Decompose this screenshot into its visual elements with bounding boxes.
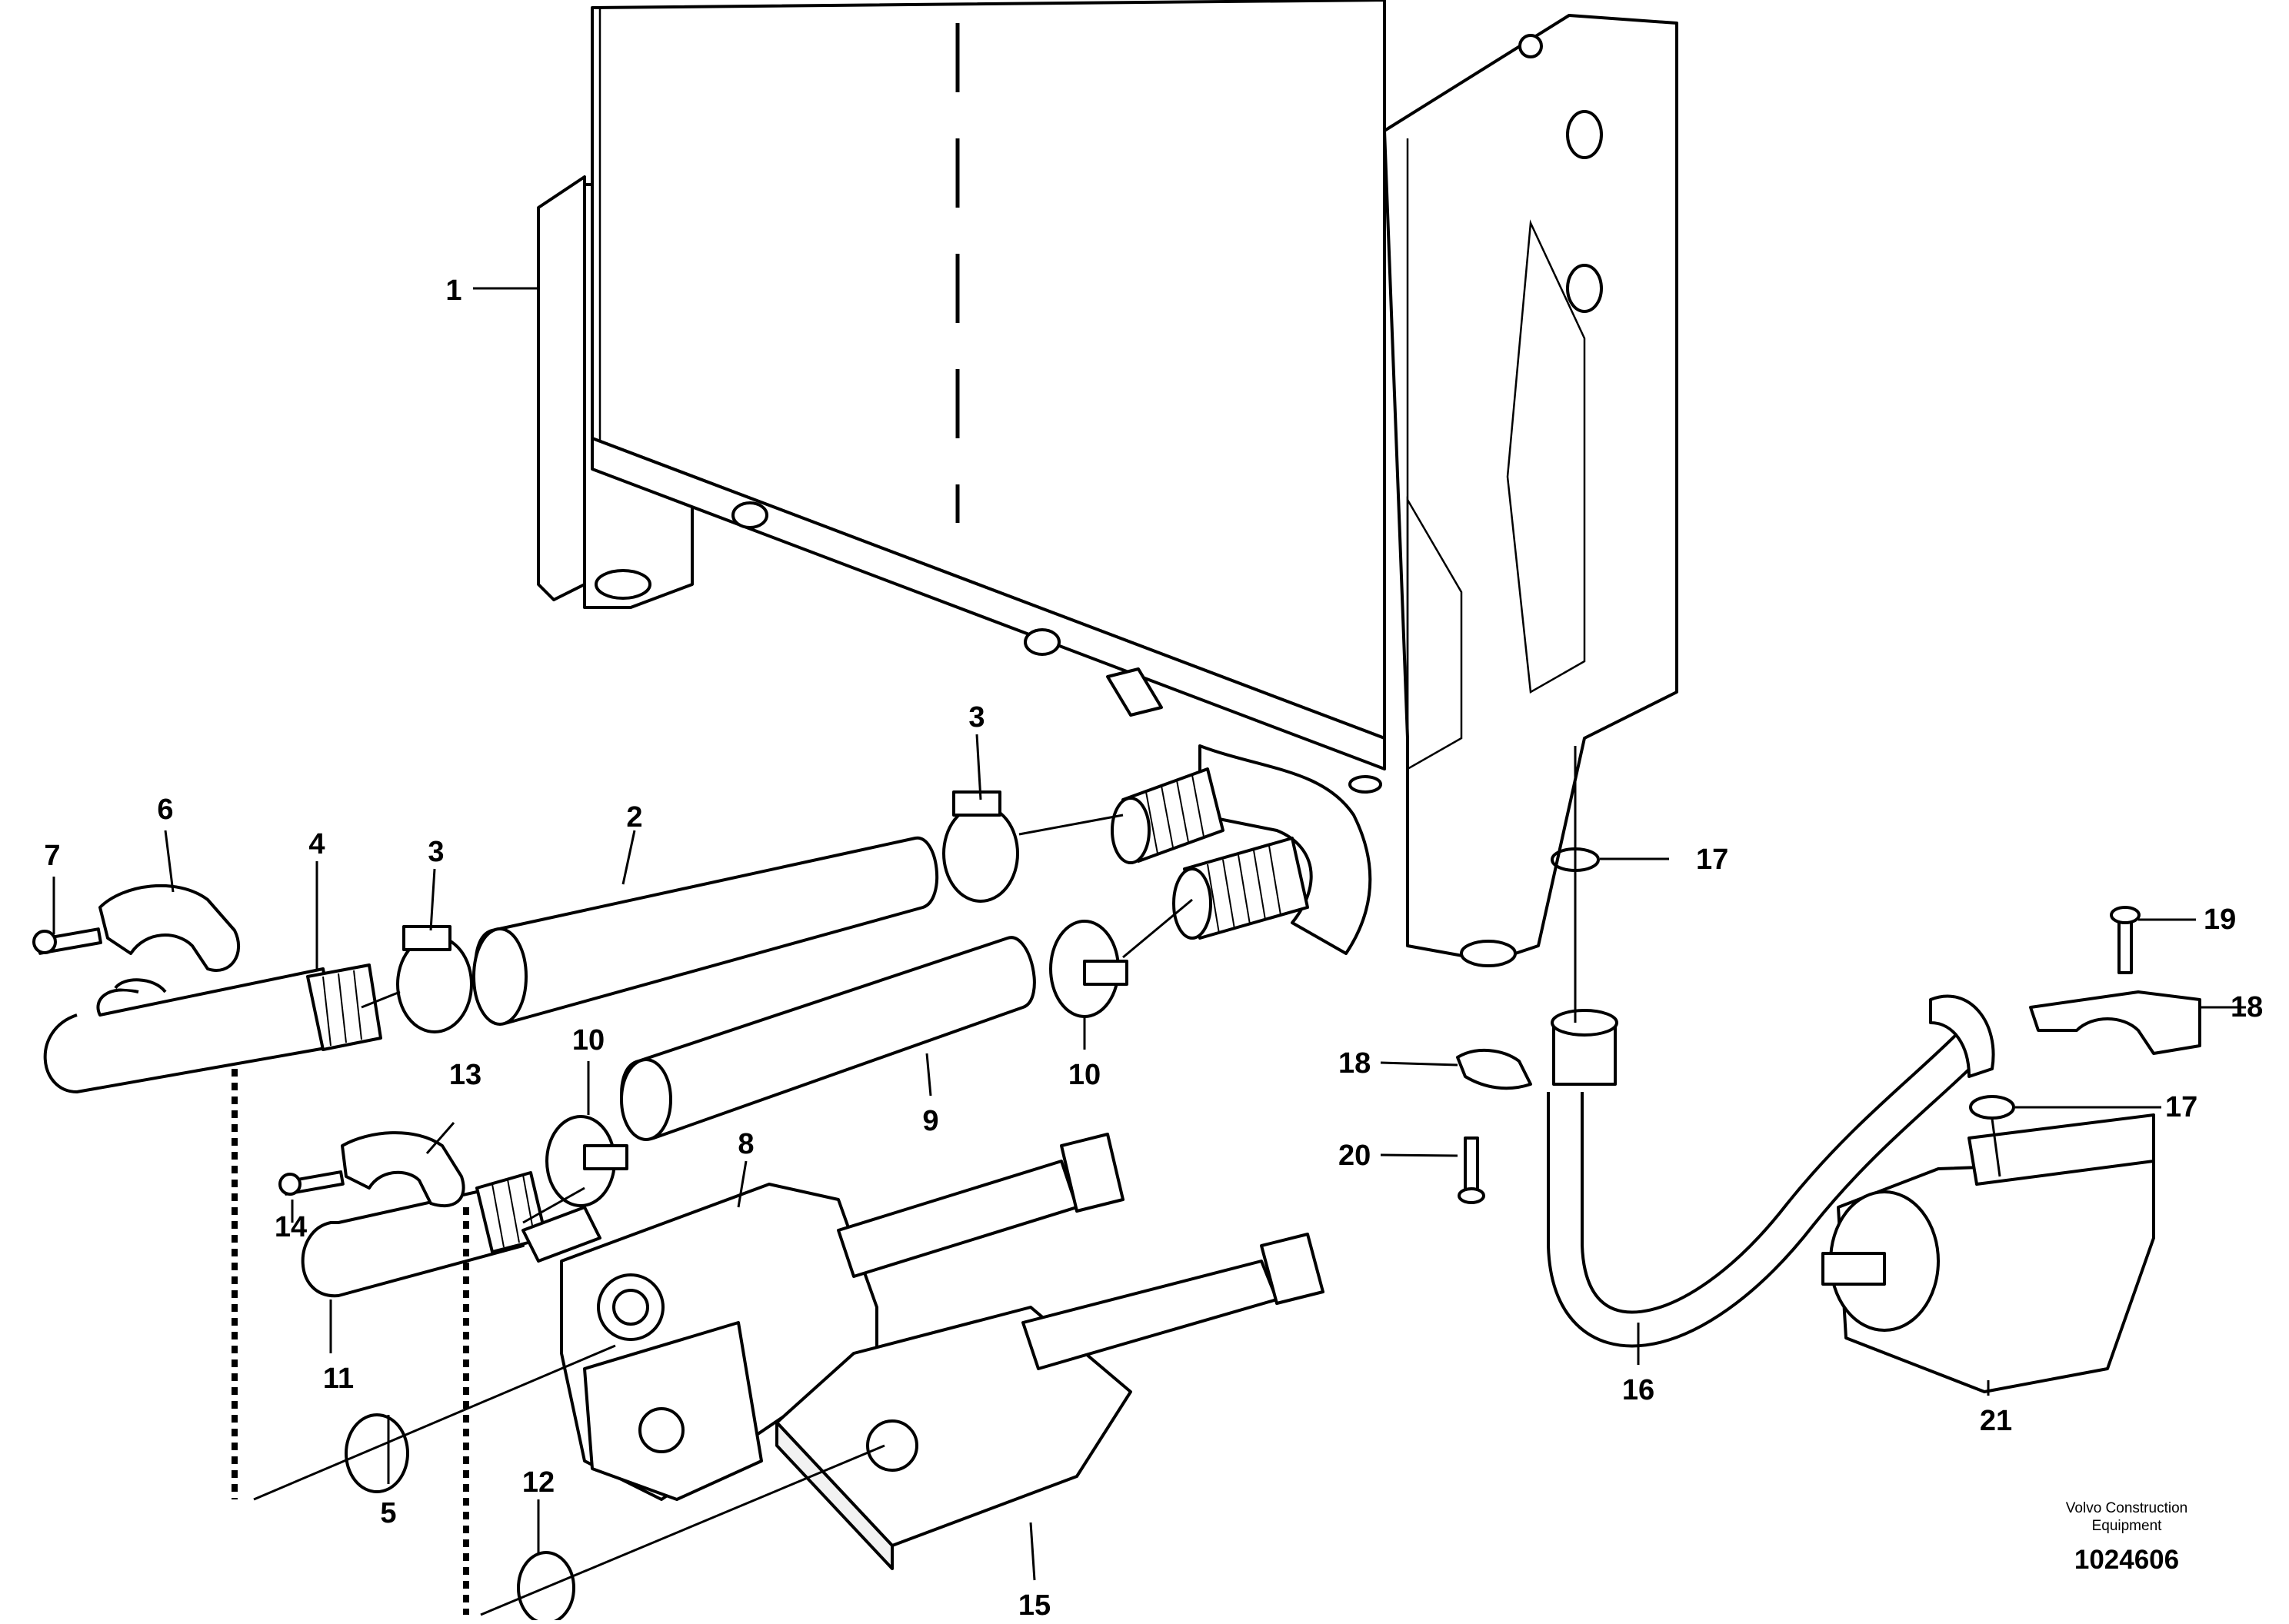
callout-4: 4 <box>308 828 325 860</box>
leader-lines <box>52 287 2246 1616</box>
callout-18-right: 18 <box>2231 991 2263 1023</box>
callout-3-lower: 3 <box>428 836 444 868</box>
hose-clamp-upper-right <box>942 790 1019 903</box>
callout-6: 6 <box>157 794 173 826</box>
callout-3-upper: 3 <box>968 701 985 734</box>
callout-10-left: 10 <box>572 1024 605 1057</box>
company-name-line2: Equipment <box>2092 1518 2163 1534</box>
hose-clamp-lower-left <box>545 1115 628 1207</box>
hose-16 <box>1547 994 1995 1348</box>
callout-13: 13 <box>449 1059 481 1091</box>
charge-pump-21 <box>1821 1113 2155 1393</box>
callout-1: 1 <box>445 275 461 307</box>
flange-half-6 <box>98 884 240 972</box>
o-ring-5 <box>345 1413 409 1493</box>
callout-18-left: 18 <box>1338 1047 1371 1080</box>
threaded-stub-lower <box>1172 837 1309 940</box>
hydraulic-pump-15 <box>775 1233 1324 1570</box>
flange-half-13 <box>341 1131 465 1208</box>
callout-2: 2 <box>626 801 642 834</box>
suction-pipe-upper <box>43 963 382 1093</box>
callout-20: 20 <box>1338 1140 1371 1172</box>
o-ring-17-lower <box>1969 1095 2015 1120</box>
company-name-line1: Volvo Construction <box>2066 1500 2187 1516</box>
drawing-number: 1024606 <box>2074 1545 2179 1575</box>
screw-7 <box>32 927 102 955</box>
cooler-tank <box>537 0 1678 967</box>
callout-10-right: 10 <box>1068 1059 1101 1091</box>
threaded-stub-upper <box>1111 767 1224 864</box>
callout-17-upper: 17 <box>1696 844 1728 876</box>
hydraulic-pump-8 <box>521 1133 1125 1501</box>
footer: Volvo Construction Equipment 1024606 <box>2066 1500 2187 1575</box>
callout-19: 19 <box>2204 904 2236 936</box>
callout-9: 9 <box>922 1105 938 1137</box>
flange-half-18-left <box>1456 1048 1532 1090</box>
callout-7: 7 <box>44 840 60 872</box>
callout-16: 16 <box>1622 1374 1654 1406</box>
callout-labels: 1 2 3 3 4 5 6 7 8 9 10 10 11 12 13 14 15… <box>44 275 2263 1622</box>
callout-21: 21 <box>1980 1405 2012 1437</box>
screw-20 <box>1458 1136 1485 1204</box>
screw-19 <box>2110 906 2141 974</box>
callout-5: 5 <box>380 1497 396 1529</box>
callout-14: 14 <box>275 1211 307 1243</box>
callout-12: 12 <box>522 1466 555 1499</box>
callout-15: 15 <box>1018 1589 1051 1620</box>
hose-clamp-lower-right <box>1049 920 1128 1018</box>
hose-clamp-upper-left <box>396 925 473 1033</box>
screw-14 <box>278 1170 345 1196</box>
callout-11: 11 <box>323 1363 354 1395</box>
callout-17-lower: 17 <box>2165 1091 2197 1123</box>
flange-half-18-right <box>2029 990 2201 1055</box>
callout-8: 8 <box>738 1128 754 1160</box>
